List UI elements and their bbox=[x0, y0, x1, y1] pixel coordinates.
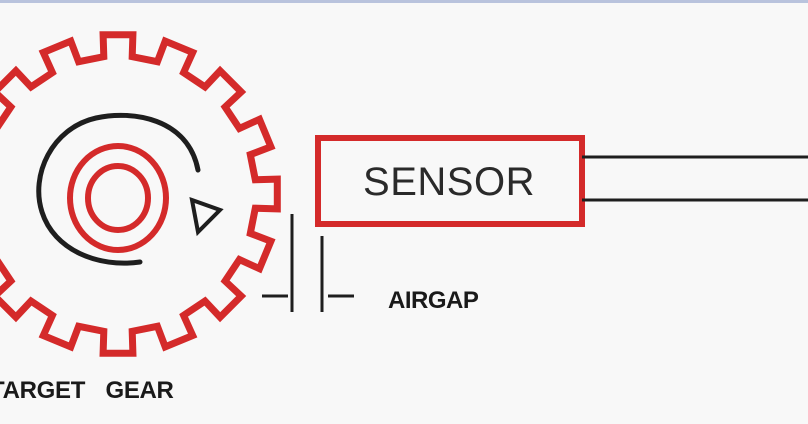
sensor-label: SENSOR bbox=[363, 159, 535, 204]
rotation-arrow-icon bbox=[36, 112, 201, 266]
sensor-box bbox=[315, 135, 585, 227]
airgap-label: AIRGAP bbox=[388, 287, 479, 314]
target-gear-label: TARGET GEAR bbox=[0, 377, 174, 404]
gear-icon bbox=[0, 31, 281, 357]
inner-ring-inner bbox=[85, 163, 151, 233]
top-border bbox=[0, 0, 808, 3]
rotation-arrowhead-icon bbox=[189, 196, 224, 237]
inner-ring-outer bbox=[67, 143, 169, 253]
